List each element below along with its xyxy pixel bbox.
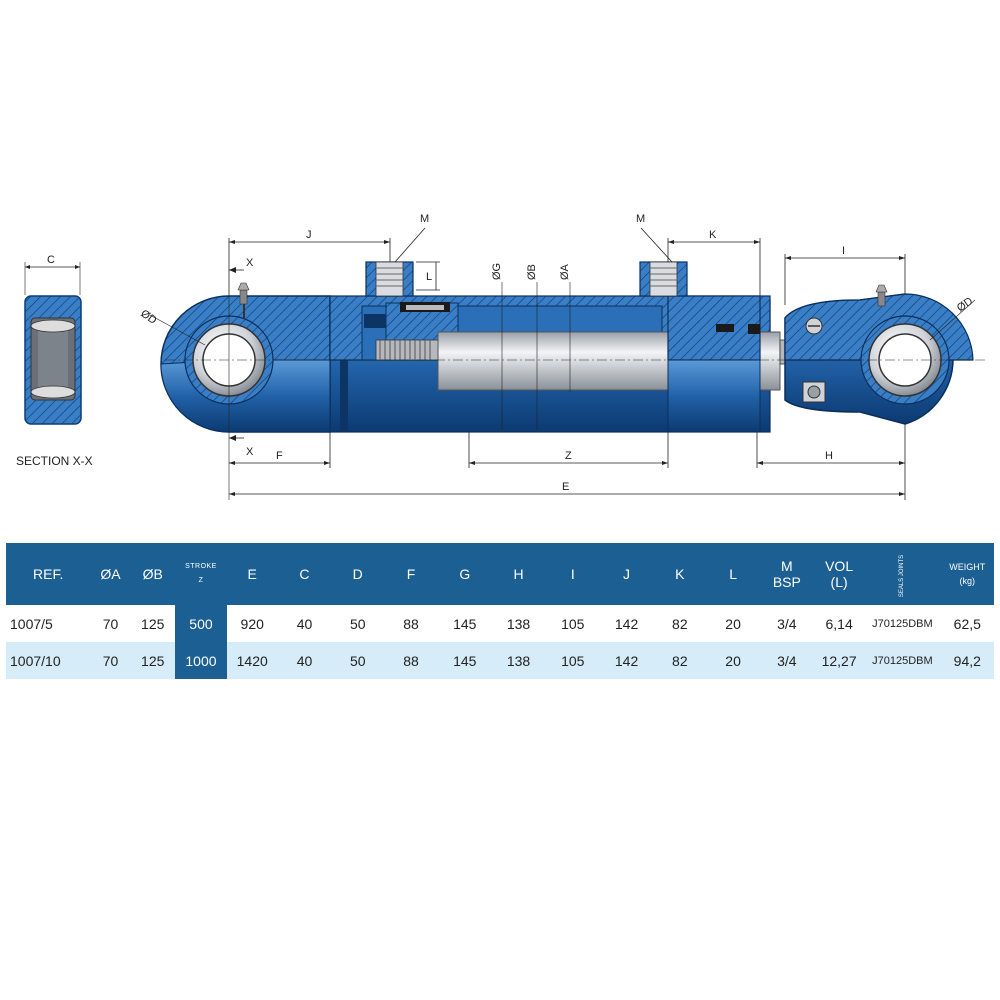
header-m-top: M [781, 558, 793, 574]
cell-m: 3/4 [759, 605, 814, 642]
cell-j: 142 [599, 605, 654, 642]
cell-seals: J70125DBM [864, 605, 941, 642]
cell-z: 1000 [174, 642, 228, 679]
cell-h: 138 [491, 605, 546, 642]
cell-c: 40 [277, 605, 332, 642]
header-l: L [729, 566, 737, 582]
cell-ref: 1007/5 [6, 605, 91, 642]
dim-x-top-label: X [246, 257, 254, 269]
dim-a-label: ØA [559, 263, 571, 280]
header-ref: REF. [33, 566, 64, 582]
header-stroke: STROKE Z [175, 543, 227, 605]
spec-table: REF. ØA ØB STROKE Z E C D F G H I J K L M… [6, 543, 994, 679]
cylinder-body [160, 261, 974, 433]
top-dimension-arrows [229, 240, 905, 273]
header-i: I [570, 566, 575, 582]
header-f: F [406, 566, 416, 582]
header-vol-top: VOL [825, 558, 854, 574]
bottom-dimension-arrows [229, 435, 905, 496]
header-j: J [623, 566, 631, 582]
cell-e: 920 [227, 605, 278, 642]
dim-l-label: L [426, 271, 432, 283]
cell-weight: 62,5 [940, 605, 994, 642]
cell-a: 70 [90, 605, 131, 642]
cell-vol: 12,27 [813, 642, 865, 679]
dim-k-label: K [709, 229, 717, 241]
header-m-bottom: BSP [772, 574, 801, 590]
dim-d-right-label: ØD [955, 295, 975, 314]
dim-i-label: I [842, 245, 845, 257]
dim-f-label: F [276, 450, 283, 462]
header-vol: VOL(L) [814, 543, 864, 605]
cell-a: 70 [90, 642, 131, 679]
header-seals: SEALS JOINTS [864, 543, 940, 605]
header-b: ØB [142, 566, 163, 582]
cell-b: 125 [130, 642, 175, 679]
cell-i: 105 [545, 642, 600, 679]
cell-j: 142 [599, 642, 654, 679]
cell-m: 3/4 [759, 642, 814, 679]
table-header-row: REF. ØA ØB STROKE Z E C D F G H I J K L M… [6, 543, 994, 605]
header-g: G [459, 566, 471, 582]
cell-f: 88 [383, 605, 439, 642]
dim-h-label: H [825, 450, 833, 462]
cell-vol: 6,14 [813, 605, 865, 642]
centerlines [165, 282, 985, 500]
cell-z: 500 [174, 605, 228, 642]
table-row: 1007/5 70 125 500 920 40 50 88 145 138 1… [6, 605, 994, 642]
cell-ref: 1007/10 [6, 642, 91, 679]
cell-d: 50 [331, 605, 384, 642]
cell-b: 125 [130, 605, 175, 642]
section-x-x-label: SECTION X-X [16, 454, 93, 468]
dim-e-label: E [562, 481, 569, 493]
cell-h: 138 [491, 642, 546, 679]
cell-i: 105 [545, 605, 600, 642]
cylinder-drawing: C SECTION X-X [16, 213, 985, 500]
header-weight: WEIGHT (kg) [941, 543, 994, 605]
header-c: C [299, 566, 310, 582]
header-weight-top: WEIGHT [949, 562, 986, 572]
cell-c: 40 [277, 642, 332, 679]
header-h: H [513, 566, 524, 582]
cell-g: 145 [438, 642, 492, 679]
dim-b-label: ØB [526, 264, 538, 280]
section-c-label: C [47, 254, 55, 266]
table-row: 1007/10 70 125 1000 1420 40 50 88 145 13… [6, 642, 994, 679]
dim-g-label: ØG [491, 263, 503, 280]
cell-seals: J70125DBM [864, 642, 941, 679]
header-seals-text: SEALS JOINTS [899, 554, 906, 598]
dim-x-bottom-label: X [246, 446, 254, 458]
cell-f: 88 [383, 642, 439, 679]
header-weight-bottom: (kg) [959, 576, 976, 586]
header-stroke-top: STROKE [185, 563, 217, 570]
cell-weight: 94,2 [940, 642, 994, 679]
header-vol-bottom: (L) [830, 574, 848, 590]
bottom-dimensions [229, 424, 906, 500]
dim-z-label: Z [565, 450, 572, 462]
dim-m-right-label: M [636, 213, 645, 225]
header-k: K [675, 566, 685, 582]
cell-k: 82 [653, 605, 707, 642]
section-x-x-view: C SECTION X-X [16, 254, 93, 468]
dim-d-left-label: ØD [138, 308, 158, 327]
cell-l: 20 [706, 605, 760, 642]
header-stroke-bottom: Z [198, 577, 204, 584]
cell-g: 145 [438, 605, 492, 642]
cell-k: 82 [653, 642, 707, 679]
header-a: ØA [100, 566, 121, 582]
cell-d: 50 [331, 642, 384, 679]
cell-l: 20 [706, 642, 760, 679]
cell-e: 1420 [227, 642, 278, 679]
header-e: E [247, 566, 257, 582]
dim-j-label: J [306, 229, 312, 241]
dim-m-left-label: M [420, 213, 429, 225]
header-d: D [352, 566, 363, 582]
